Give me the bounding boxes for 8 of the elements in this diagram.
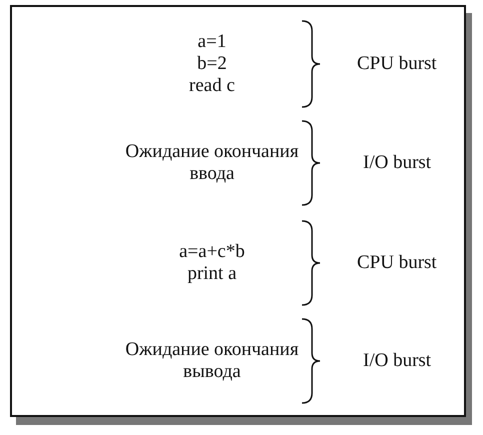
- burst-label: CPU burst: [357, 252, 437, 274]
- burst-label: CPU burst: [357, 53, 437, 75]
- process-step-text: Ожидание окончания ввода: [124, 141, 300, 185]
- process-step-text: a=1 b=2 read c: [188, 31, 236, 97]
- process-step-text: Ожидание окончания вывода: [124, 339, 300, 383]
- burst-label: I/O burst: [363, 350, 432, 372]
- burst-label: I/O burst: [363, 152, 432, 174]
- process-step-text: a=a+c*b print a: [178, 241, 246, 285]
